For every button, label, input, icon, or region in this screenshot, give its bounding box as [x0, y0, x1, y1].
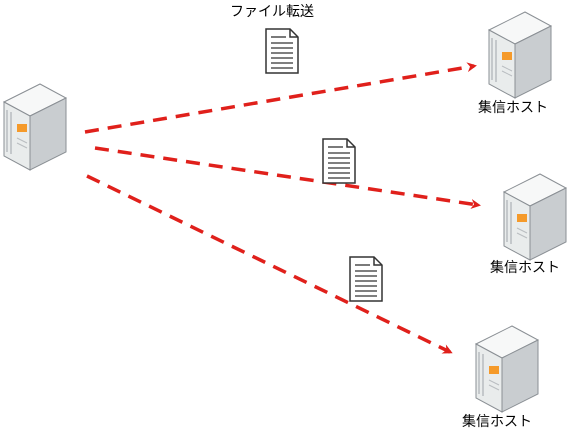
- receiver-label: 集信ホスト: [478, 100, 548, 116]
- transfer-arrow-1: [84, 62, 477, 134]
- transfer-arrow-2: [94, 146, 481, 209]
- receiver-server-icon: [502, 173, 568, 261]
- receiver-server-icon: [474, 325, 540, 413]
- document-icon: [322, 138, 356, 184]
- sender-server-icon: [2, 83, 68, 171]
- receiver-server-icon: [487, 11, 553, 99]
- receiver-label: 集信ホスト: [462, 414, 532, 430]
- transfer-arrow-3: [86, 174, 453, 354]
- document-icon: [265, 28, 299, 74]
- receiver-label: 集信ホスト: [490, 260, 560, 276]
- transfer-label: ファイル転送: [230, 4, 314, 20]
- document-icon: [349, 256, 383, 302]
